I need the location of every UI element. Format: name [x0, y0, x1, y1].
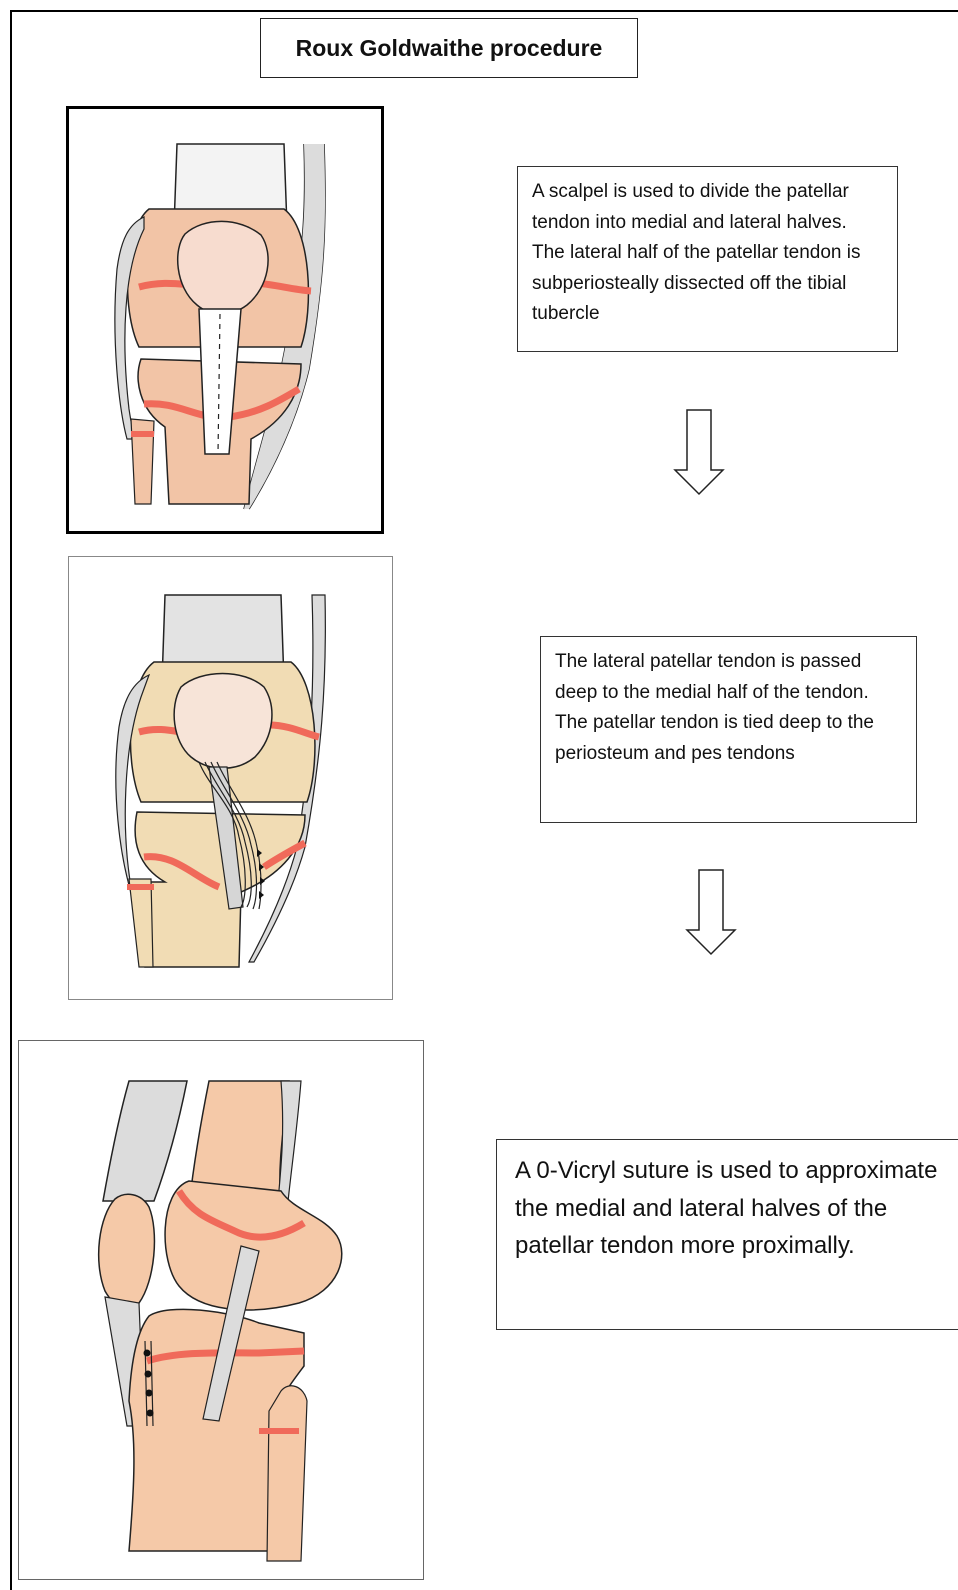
femoral-condyle — [165, 1181, 342, 1310]
quadriceps-tendon — [103, 1081, 187, 1201]
knee-lateral-view — [19, 1041, 422, 1578]
knee-anterior-view-1 — [69, 109, 381, 531]
step1-text: A scalpel is used to divide the patellar… — [532, 177, 883, 330]
step1-illustration — [66, 106, 384, 534]
step2-description: The lateral patellar tendon is passed de… — [540, 636, 917, 823]
patella — [99, 1194, 155, 1307]
step1-description: A scalpel is used to divide the patellar… — [517, 166, 898, 352]
step2-text: The lateral patellar tendon is passed de… — [555, 647, 902, 769]
step3-illustration — [18, 1040, 424, 1580]
step2-illustration — [68, 556, 393, 1000]
diagram-title: Roux Goldwaithe procedure — [260, 18, 638, 78]
step3-description: A 0-Vicryl suture is used to approximate… — [496, 1139, 958, 1330]
knee-anterior-view-2 — [69, 557, 391, 998]
fibula — [129, 879, 153, 967]
step3-text: A 0-Vicryl suture is used to approximate… — [515, 1152, 948, 1265]
suture-knot — [144, 1350, 151, 1357]
down-arrow-icon — [684, 868, 738, 958]
fibula — [267, 1386, 307, 1561]
down-arrow-icon — [672, 408, 726, 498]
patella — [174, 674, 272, 769]
